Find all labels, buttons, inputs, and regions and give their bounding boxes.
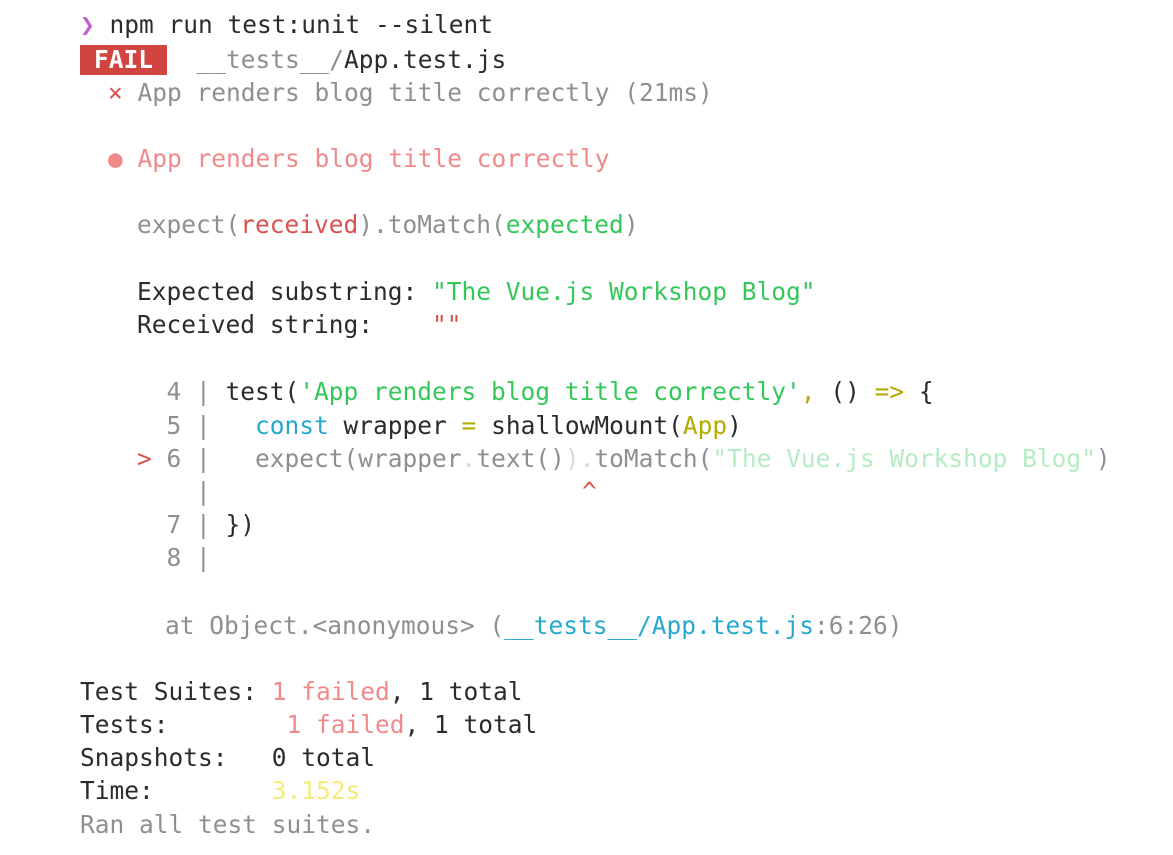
line-number: 4 | [137, 377, 226, 406]
failure-title: ● App renders blog title correctly [108, 142, 610, 176]
code-token: test( [225, 377, 300, 406]
matcher-line: expect(received).toMatch(expected) [137, 208, 639, 242]
line-number: 5 | [137, 411, 256, 440]
code-token: }) [225, 510, 256, 539]
summary-time-value: 3.152s [271, 776, 361, 805]
expected-label: Expected substring: [137, 277, 433, 306]
line-number: | [137, 477, 211, 506]
line-number: 6 | [151, 444, 256, 473]
stack-path-link[interactable]: __tests__/App.test.js [504, 611, 815, 640]
summary-total: , 1 total [389, 677, 523, 706]
prompt-chevron-icon: ❯ [80, 10, 95, 39]
code-line-5: 5 | const wrapper = shallowMount(App) [137, 409, 742, 443]
code-token: ). [564, 444, 595, 473]
fail-badge: FAIL [80, 45, 168, 75]
summary-snapshots: Snapshots: 0 total [80, 741, 375, 775]
code-token: toMatch( [594, 444, 713, 473]
summary-label: Time: [80, 776, 272, 805]
code-string: 'App renders blog title correctly' [299, 377, 801, 406]
code-token: , [800, 377, 831, 406]
stack-close: ) [887, 611, 903, 640]
command-text: npm run test:unit --silent [109, 10, 494, 39]
received-value: "" [432, 310, 462, 339]
code-line-4: 4 | test('App renders blog title correct… [137, 375, 934, 409]
summary-failed: 1 failed [286, 710, 405, 739]
code-token: ) [727, 411, 742, 440]
summary-suites: Test Suites: 1 failed, 1 total [80, 675, 523, 709]
summary-value: 0 total [271, 743, 376, 772]
matcher-mid: ).toMatch( [358, 210, 506, 239]
code-line-6: > 6 | expect(wrapper.text()).toMatch("Th… [137, 442, 1111, 476]
cross-icon: × [108, 78, 123, 107]
suite-path-file: App.test.js [344, 45, 507, 74]
received-line: Received string: "" [137, 308, 462, 342]
line-number: 7 | [137, 510, 226, 539]
caret-icon: ^ [582, 477, 597, 506]
summary-total: , 1 total [404, 710, 538, 739]
code-line-7: 7 | }) [137, 508, 256, 542]
code-token: expect(wrapper [255, 444, 462, 473]
matcher-received: received [240, 210, 359, 239]
code-line-8: 8 | [137, 541, 211, 575]
matcher-expect: expect( [137, 210, 241, 239]
stack-location: :6:26 [814, 611, 888, 640]
code-operator: = [461, 411, 477, 440]
test-result-line: × App renders blog title correctly (21ms… [108, 76, 713, 110]
suite-path-dir: __tests__/ [196, 45, 345, 74]
expected-line: Expected substring: "The Vue.js Workshop… [137, 275, 816, 309]
bullet-icon: ● [108, 144, 123, 173]
summary-footer: Ran all test suites. [80, 810, 376, 839]
code-arrow: => [874, 377, 905, 406]
command-line: ❯ npm run test:unit --silent [80, 8, 493, 42]
matcher-expected: expected [505, 210, 624, 239]
test-result-text: App renders blog title correctly (21ms) [137, 78, 713, 107]
stack-prefix: at Object.<anonymous> ( [165, 611, 505, 640]
summary-label: Snapshots: [80, 743, 272, 772]
code-identifier: App [682, 411, 728, 440]
code-token: () [830, 377, 875, 406]
matcher-close: ) [623, 210, 639, 239]
summary-label: Tests: [80, 710, 287, 739]
code-string: "The Vue.js Workshop Blog" [712, 444, 1096, 473]
code-token: shallowMount( [476, 411, 683, 440]
code-token: { [904, 377, 934, 406]
summary-time: Time: 3.152s [80, 774, 360, 808]
summary-label: Test Suites: [80, 677, 272, 706]
error-line-marker-icon: > [137, 444, 152, 473]
expected-value: "The Vue.js Workshop Blog" [432, 277, 816, 306]
caret-line: | [137, 475, 211, 509]
suite-header: FAIL __tests__/App.test.js [80, 43, 506, 77]
summary-tests: Tests: 1 failed, 1 total [80, 708, 537, 742]
code-token: text() [476, 444, 565, 473]
stack-trace: at Object.<anonymous> (__tests__/App.tes… [165, 609, 903, 643]
code-token: wrapper [328, 411, 462, 440]
line-number: 8 | [137, 543, 211, 572]
code-keyword: const [255, 411, 329, 440]
code-token: ) [1095, 444, 1111, 473]
code-token: . [461, 444, 477, 473]
summary-failed: 1 failed [271, 677, 390, 706]
failure-title-text: App renders blog title correctly [137, 144, 610, 173]
received-label: Received string: [137, 310, 433, 339]
